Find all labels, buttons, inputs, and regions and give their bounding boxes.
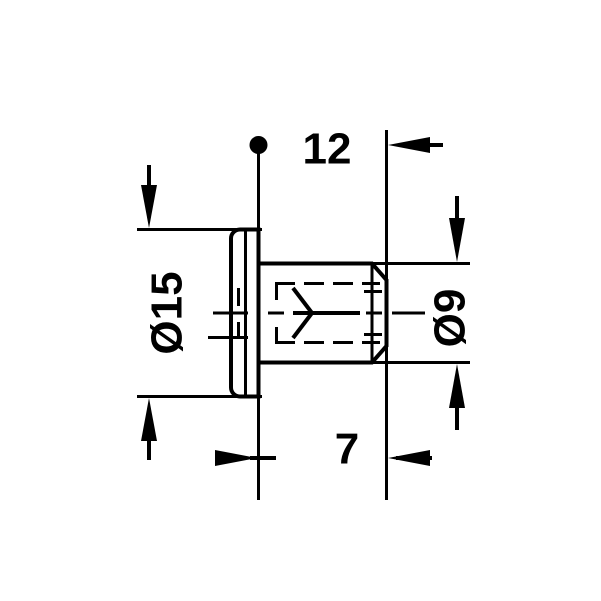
arrow-head-d15-top	[141, 185, 157, 228]
dimension-arrows-diameter-9	[449, 196, 465, 430]
arrow-head-l7-left	[215, 450, 257, 466]
dimension-label-diameter-15: Ø15	[143, 271, 192, 354]
dimension-arrows-length-7	[215, 450, 432, 466]
cone-line-lower	[291, 311, 314, 340]
cone-line-upper	[291, 286, 314, 315]
bore-countersink-cone	[291, 286, 314, 340]
dimension-label-length-7: 7	[335, 425, 359, 474]
dimension-label-length-12: 12	[303, 125, 352, 174]
part-geometry	[229, 227, 389, 399]
dimension-label-diameter-9: Ø9	[426, 289, 475, 348]
arrow-head-l12	[388, 137, 430, 153]
arrow-head-l7-right	[388, 450, 430, 466]
dimension-arrows-diameter-15	[141, 165, 157, 460]
flange-centre-marks	[208, 288, 248, 339]
arrow-head-d15-bottom	[141, 398, 157, 441]
arrow-head-d9-top	[449, 218, 465, 262]
internal-thread-hidden-lines	[275, 282, 382, 344]
dimension-arrows-length-12	[388, 137, 443, 153]
arrow-head-d9-bottom	[449, 364, 465, 408]
datum-point-dot	[249, 136, 268, 154]
